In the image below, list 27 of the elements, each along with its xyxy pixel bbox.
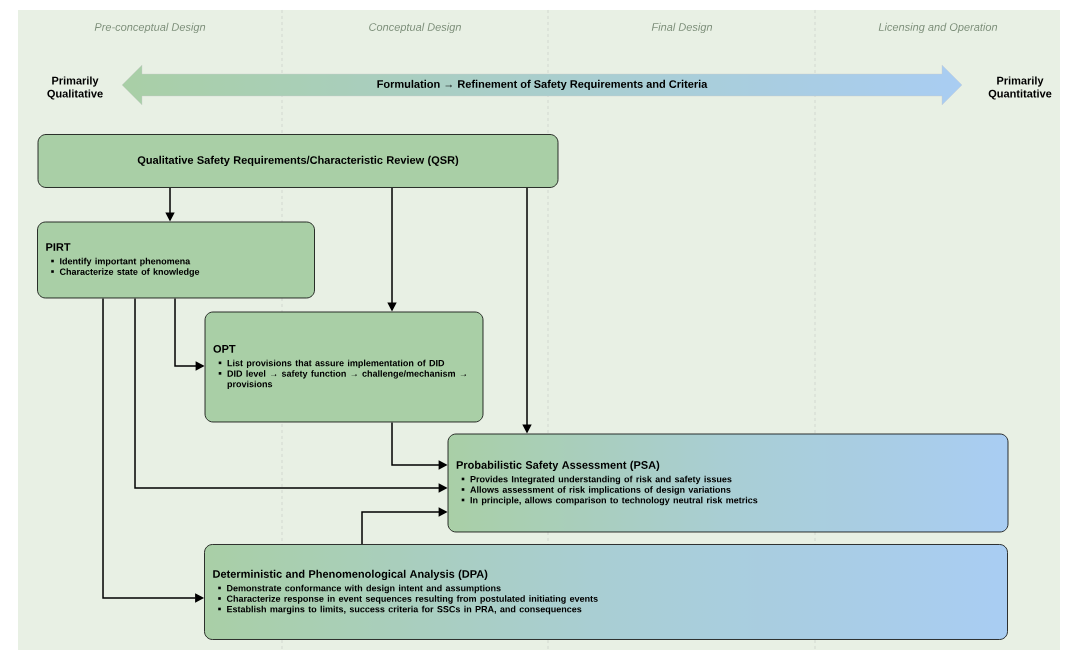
- box-heading: Qualitative Safety Requirements/Characteristic Review (QSR): [137, 155, 459, 167]
- bullet-item: Demonstrate conformance with design intent and assumptions: [227, 584, 501, 594]
- scale-label: Primarily Quantitative: [988, 76, 1052, 100]
- bullet-item: Provides Integrated understanding of risk and safety issues: [470, 475, 732, 485]
- bullet-item: Allows assessment of risk implications of design variations: [470, 486, 731, 495]
- phase-heading: Conceptual Design: [369, 22, 461, 34]
- bullet-item: List provisions that assure implementation of DID: [227, 359, 445, 368]
- process-box: [204, 544, 1008, 640]
- band-text: Formulation → Refinement of Safety Requirements and Criteria: [377, 79, 708, 91]
- bullet-item: DID level → safety function → challenge/mechanism → provisions: [227, 370, 467, 389]
- bullet-item: Characterize response in event sequences resulting from postulated initiating events: [226, 595, 598, 604]
- box-heading: PIRT: [46, 243, 71, 251]
- phase-heading: Pre-conceptual Design: [94, 22, 206, 34]
- process-box: [37, 134, 559, 188]
- phase-heading: Licensing and Operation: [878, 22, 998, 34]
- bullet-item: In principle, allows comparison to technology neutral risk metrics: [470, 496, 758, 506]
- bullet-item: Identify important phenomena: [60, 257, 191, 267]
- box-heading: OPT: [213, 345, 236, 353]
- bullet-item: Characterize state of knowledge: [59, 268, 200, 277]
- process-box: [204, 311, 484, 423]
- process-box: [447, 433, 1009, 533]
- box-heading: Deterministic and Phenomenological Analysis (DPA): [213, 569, 488, 581]
- bullet-item: Establish margins to limits, success criteria for SSCs in PRA, and consequences: [227, 605, 582, 615]
- scale-label: Primarily Qualitative: [47, 76, 103, 100]
- box-heading: Probabilistic Safety Assessment (PSA): [456, 460, 660, 472]
- phase-heading: Final Design: [651, 22, 713, 34]
- process-box: [37, 221, 315, 299]
